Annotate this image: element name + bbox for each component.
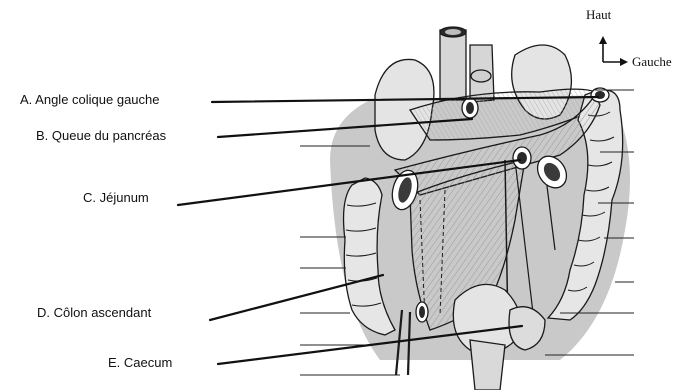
rectum [470,340,505,390]
label-jejunum: C. Jéjunum [83,190,149,206]
label-caecum: E. Caecum [108,355,172,371]
label-angle-colique-gauche: A. Angle colique gauche [20,92,160,108]
vena-cava [440,30,466,100]
orientation-up-label: Haut [586,7,611,23]
label-queue-du-pancreas: B. Queue du pancréas [36,128,166,144]
abdominal-illustration [330,27,630,390]
label-colon-ascendant: D. Côlon ascendant [37,305,151,321]
orientation-compass [599,36,628,66]
orientation-left-label: Gauche [632,54,672,70]
